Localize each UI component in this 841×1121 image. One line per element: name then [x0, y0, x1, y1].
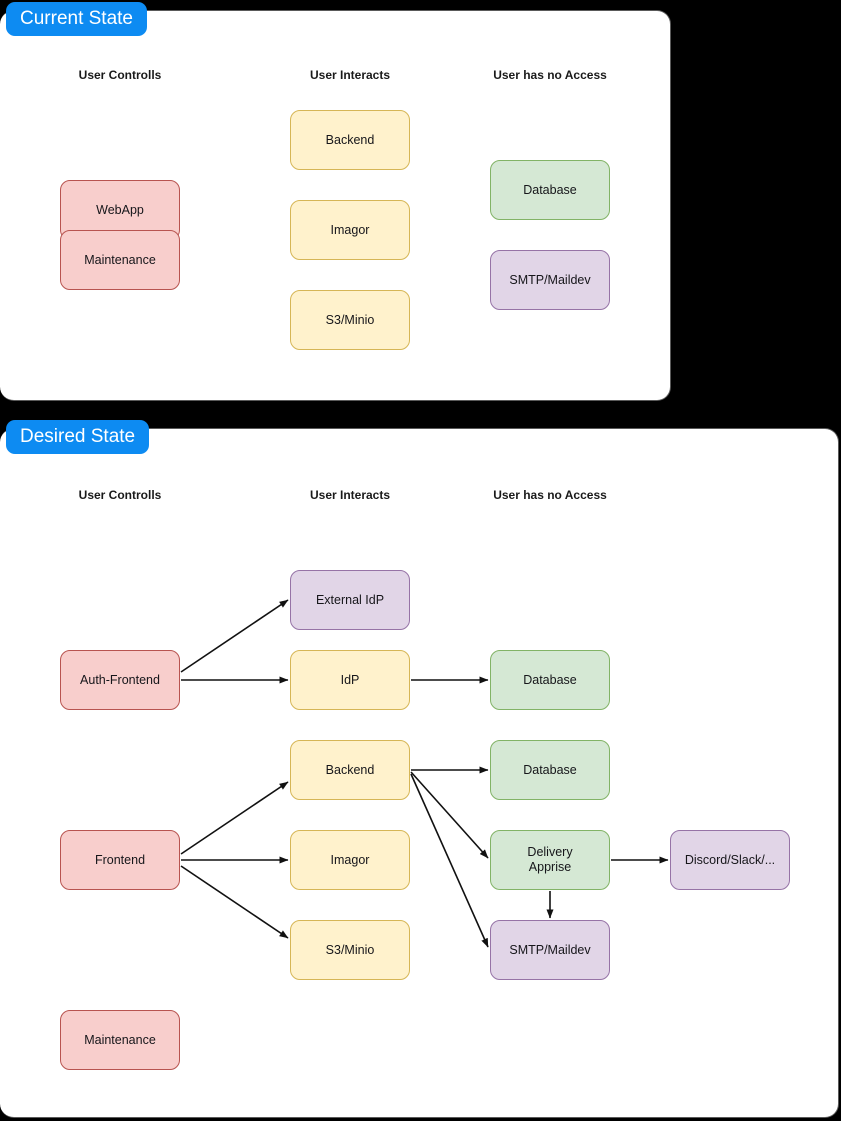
node-s3minio-desired[interactable]: S3/Minio: [290, 920, 410, 980]
node-imagor-current[interactable]: Imagor: [290, 200, 410, 260]
node-discord-slack[interactable]: Discord/Slack/...: [670, 830, 790, 890]
desired-state-badge: Desired State: [6, 420, 150, 454]
node-external-idp[interactable]: External IdP: [290, 570, 410, 630]
desired-column-header-user-controls: User Controlls: [78, 488, 162, 502]
node-backend-current[interactable]: Backend: [290, 110, 410, 170]
node-imagor-desired[interactable]: Imagor: [290, 830, 410, 890]
node-maintenance-desired[interactable]: Maintenance: [60, 1010, 180, 1070]
desired-column-header-user-interacts: User Interacts: [309, 488, 391, 502]
node-auth-frontend[interactable]: Auth-Frontend: [60, 650, 180, 710]
node-database-backend[interactable]: Database: [490, 740, 610, 800]
current-column-header-user-no-access: User has no Access: [493, 68, 607, 82]
node-database-idp[interactable]: Database: [490, 650, 610, 710]
node-delivery-apprise[interactable]: Delivery Apprise: [490, 830, 610, 890]
current-column-header-user-controls: User Controlls: [78, 68, 162, 82]
node-maintenance-current[interactable]: Maintenance: [60, 230, 180, 290]
node-smtp-maildev-desired[interactable]: SMTP/Maildev: [490, 920, 610, 980]
node-smtp-maildev-current[interactable]: SMTP/Maildev: [490, 250, 610, 310]
current-column-header-user-interacts: User Interacts: [309, 68, 391, 82]
node-database-current[interactable]: Database: [490, 160, 610, 220]
node-s3minio-current[interactable]: S3/Minio: [290, 290, 410, 350]
node-idp[interactable]: IdP: [290, 650, 410, 710]
desired-column-header-user-no-access: User has no Access: [493, 488, 607, 502]
current-state-badge: Current State: [6, 2, 147, 36]
node-backend-desired[interactable]: Backend: [290, 740, 410, 800]
node-frontend[interactable]: Frontend: [60, 830, 180, 890]
